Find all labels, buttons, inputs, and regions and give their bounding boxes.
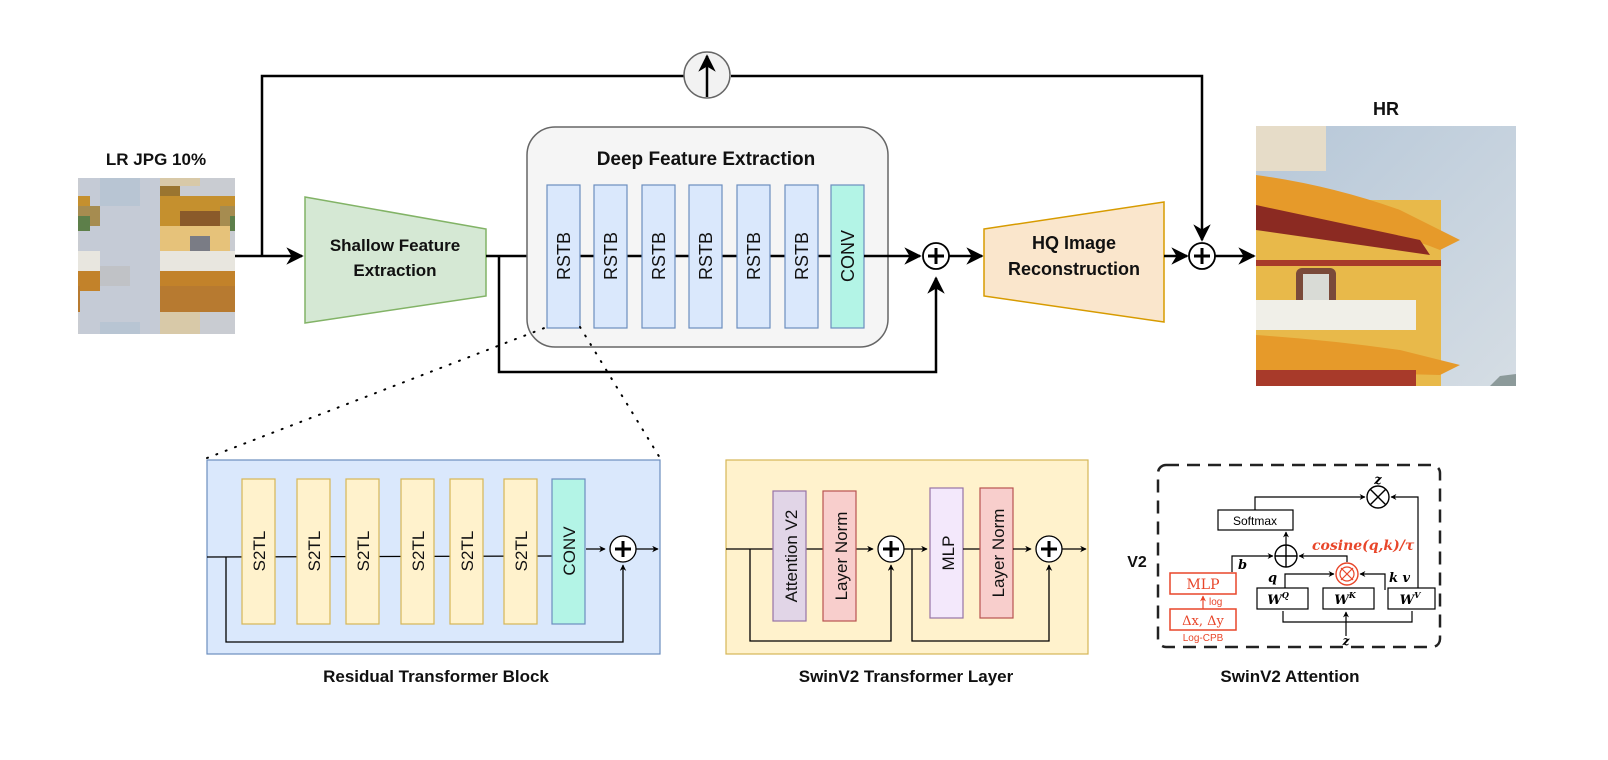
upsample-arrow-icon bbox=[683, 51, 731, 99]
rstb-block bbox=[688, 184, 723, 329]
hr-output-image bbox=[1256, 126, 1516, 386]
rstb-block bbox=[593, 184, 628, 329]
rstb-label: RSTB bbox=[744, 232, 764, 280]
recon-label-line1: HQ Image bbox=[1032, 233, 1116, 253]
rstb-label: RSTB bbox=[649, 232, 669, 280]
deep-feature-extraction-block: Deep Feature Extraction RSTB RSTB RSTB RSTB… bbox=[526, 126, 889, 348]
s2tl-block bbox=[449, 478, 484, 625]
s2tl-block bbox=[400, 478, 435, 625]
lr-input-image bbox=[78, 178, 235, 334]
s2tl-label: S2TL bbox=[458, 531, 477, 572]
wq-box bbox=[1256, 587, 1309, 610]
lr-input-label: LR JPG 10% bbox=[106, 150, 206, 169]
long-skip-connection bbox=[497, 256, 945, 374]
final-sum-icon bbox=[1188, 242, 1216, 270]
q-label: q bbox=[1268, 571, 1277, 586]
s2tl-block bbox=[345, 478, 380, 625]
hq-image-reconstruction-block: HQ Image Reconstruction bbox=[983, 201, 1165, 323]
s2tl-label: S2TL bbox=[512, 531, 531, 572]
log-label: log bbox=[1209, 597, 1222, 608]
cosine-multiply-icon bbox=[1335, 562, 1359, 586]
wk-box bbox=[1322, 587, 1375, 610]
mlp-cpb-box bbox=[1169, 572, 1237, 595]
wv-box bbox=[1387, 587, 1436, 610]
recon-label-line2: Reconstruction bbox=[1008, 259, 1140, 279]
layer-norm-block-1 bbox=[822, 490, 857, 622]
layer-norm-block-2 bbox=[979, 487, 1014, 619]
shallow-feature-extraction-block: Shallow Feature Extraction bbox=[304, 196, 487, 324]
attn-caption: SwinV2 Attention bbox=[1220, 667, 1359, 686]
s2tl-block bbox=[503, 478, 538, 625]
v-label: v bbox=[1402, 571, 1410, 586]
s2tl-block bbox=[241, 478, 276, 625]
mlp-block bbox=[929, 487, 964, 619]
residual-transformer-block: S2TL S2TL S2TL S2TL S2TL S2TL CONV bbox=[206, 459, 661, 655]
v2-side-label: V2 bbox=[1127, 554, 1147, 571]
delta-label: Δx, Δy bbox=[1182, 614, 1224, 629]
log-cpb-label: Log-CPB bbox=[1183, 633, 1224, 644]
sum-icon bbox=[922, 242, 950, 270]
stl-sum-icon-1 bbox=[877, 535, 905, 563]
swinv2-attention-diagram: V2 z Softmax b cosine(q,k)/τ bbox=[1127, 463, 1442, 649]
stl-sum-icon-2 bbox=[1035, 535, 1063, 563]
wq-label: WQ bbox=[1267, 590, 1289, 608]
attention-v2-label: Attention V2 bbox=[782, 510, 801, 603]
deep-conv-block bbox=[830, 184, 865, 329]
rstb-label: RSTB bbox=[554, 232, 574, 280]
add-icon bbox=[1274, 544, 1298, 568]
deep-feature-title: Deep Feature Extraction bbox=[597, 149, 816, 170]
wv-label: WV bbox=[1400, 590, 1422, 608]
swinv2-transformer-layer: Attention V2 Layer Norm MLP Layer Norm bbox=[725, 459, 1089, 655]
hr-output-label: HR bbox=[1373, 99, 1399, 119]
z-bottom-label: z bbox=[1342, 634, 1351, 648]
rtb-conv-label: CONV bbox=[560, 526, 579, 576]
s2tl-label: S2TL bbox=[409, 531, 428, 572]
rtb-caption: Residual Transformer Block bbox=[323, 667, 549, 686]
shallow-label-line1: Shallow Feature bbox=[330, 236, 460, 255]
b-label: b bbox=[1238, 558, 1247, 573]
shallow-label-line2: Extraction bbox=[353, 261, 436, 280]
delta-box bbox=[1169, 608, 1237, 631]
mlp-cpb-label: MLP bbox=[1186, 577, 1219, 593]
rtb-conv-block bbox=[551, 478, 586, 625]
cosine-formula: cosine(q,k)/τ bbox=[1312, 538, 1415, 554]
wk-label: WK bbox=[1334, 590, 1357, 608]
s2tl-block bbox=[296, 478, 331, 625]
rstb-label: RSTB bbox=[601, 232, 621, 280]
softmax-label: Softmax bbox=[1233, 514, 1277, 528]
multiply-icon bbox=[1366, 485, 1390, 509]
rstb-block bbox=[736, 184, 771, 329]
layer-norm-label-2: Layer Norm bbox=[989, 509, 1008, 598]
rstb-label: RSTB bbox=[696, 232, 716, 280]
rstb-label: RSTB bbox=[792, 232, 812, 280]
mlp-label: MLP bbox=[939, 536, 958, 571]
k-label: k bbox=[1389, 571, 1398, 586]
rstb-block bbox=[546, 184, 581, 329]
s2tl-label: S2TL bbox=[354, 531, 373, 572]
softmax-box bbox=[1217, 509, 1294, 531]
rstb-block bbox=[641, 184, 676, 329]
s2tl-label: S2TL bbox=[250, 531, 269, 572]
rtb-sum-icon bbox=[609, 535, 637, 563]
rstb-block bbox=[784, 184, 819, 329]
stl-caption: SwinV2 Transformer Layer bbox=[799, 667, 1014, 686]
s2tl-label: S2TL bbox=[305, 531, 324, 572]
global-skip-connection-left bbox=[260, 74, 684, 256]
layer-norm-label-1: Layer Norm bbox=[832, 512, 851, 601]
z-top-label: z bbox=[1373, 473, 1382, 488]
attention-v2-block bbox=[772, 490, 807, 622]
zoom-line-left bbox=[206, 326, 548, 459]
deep-conv-label: CONV bbox=[838, 230, 858, 282]
global-skip-connection-right bbox=[731, 74, 1211, 242]
